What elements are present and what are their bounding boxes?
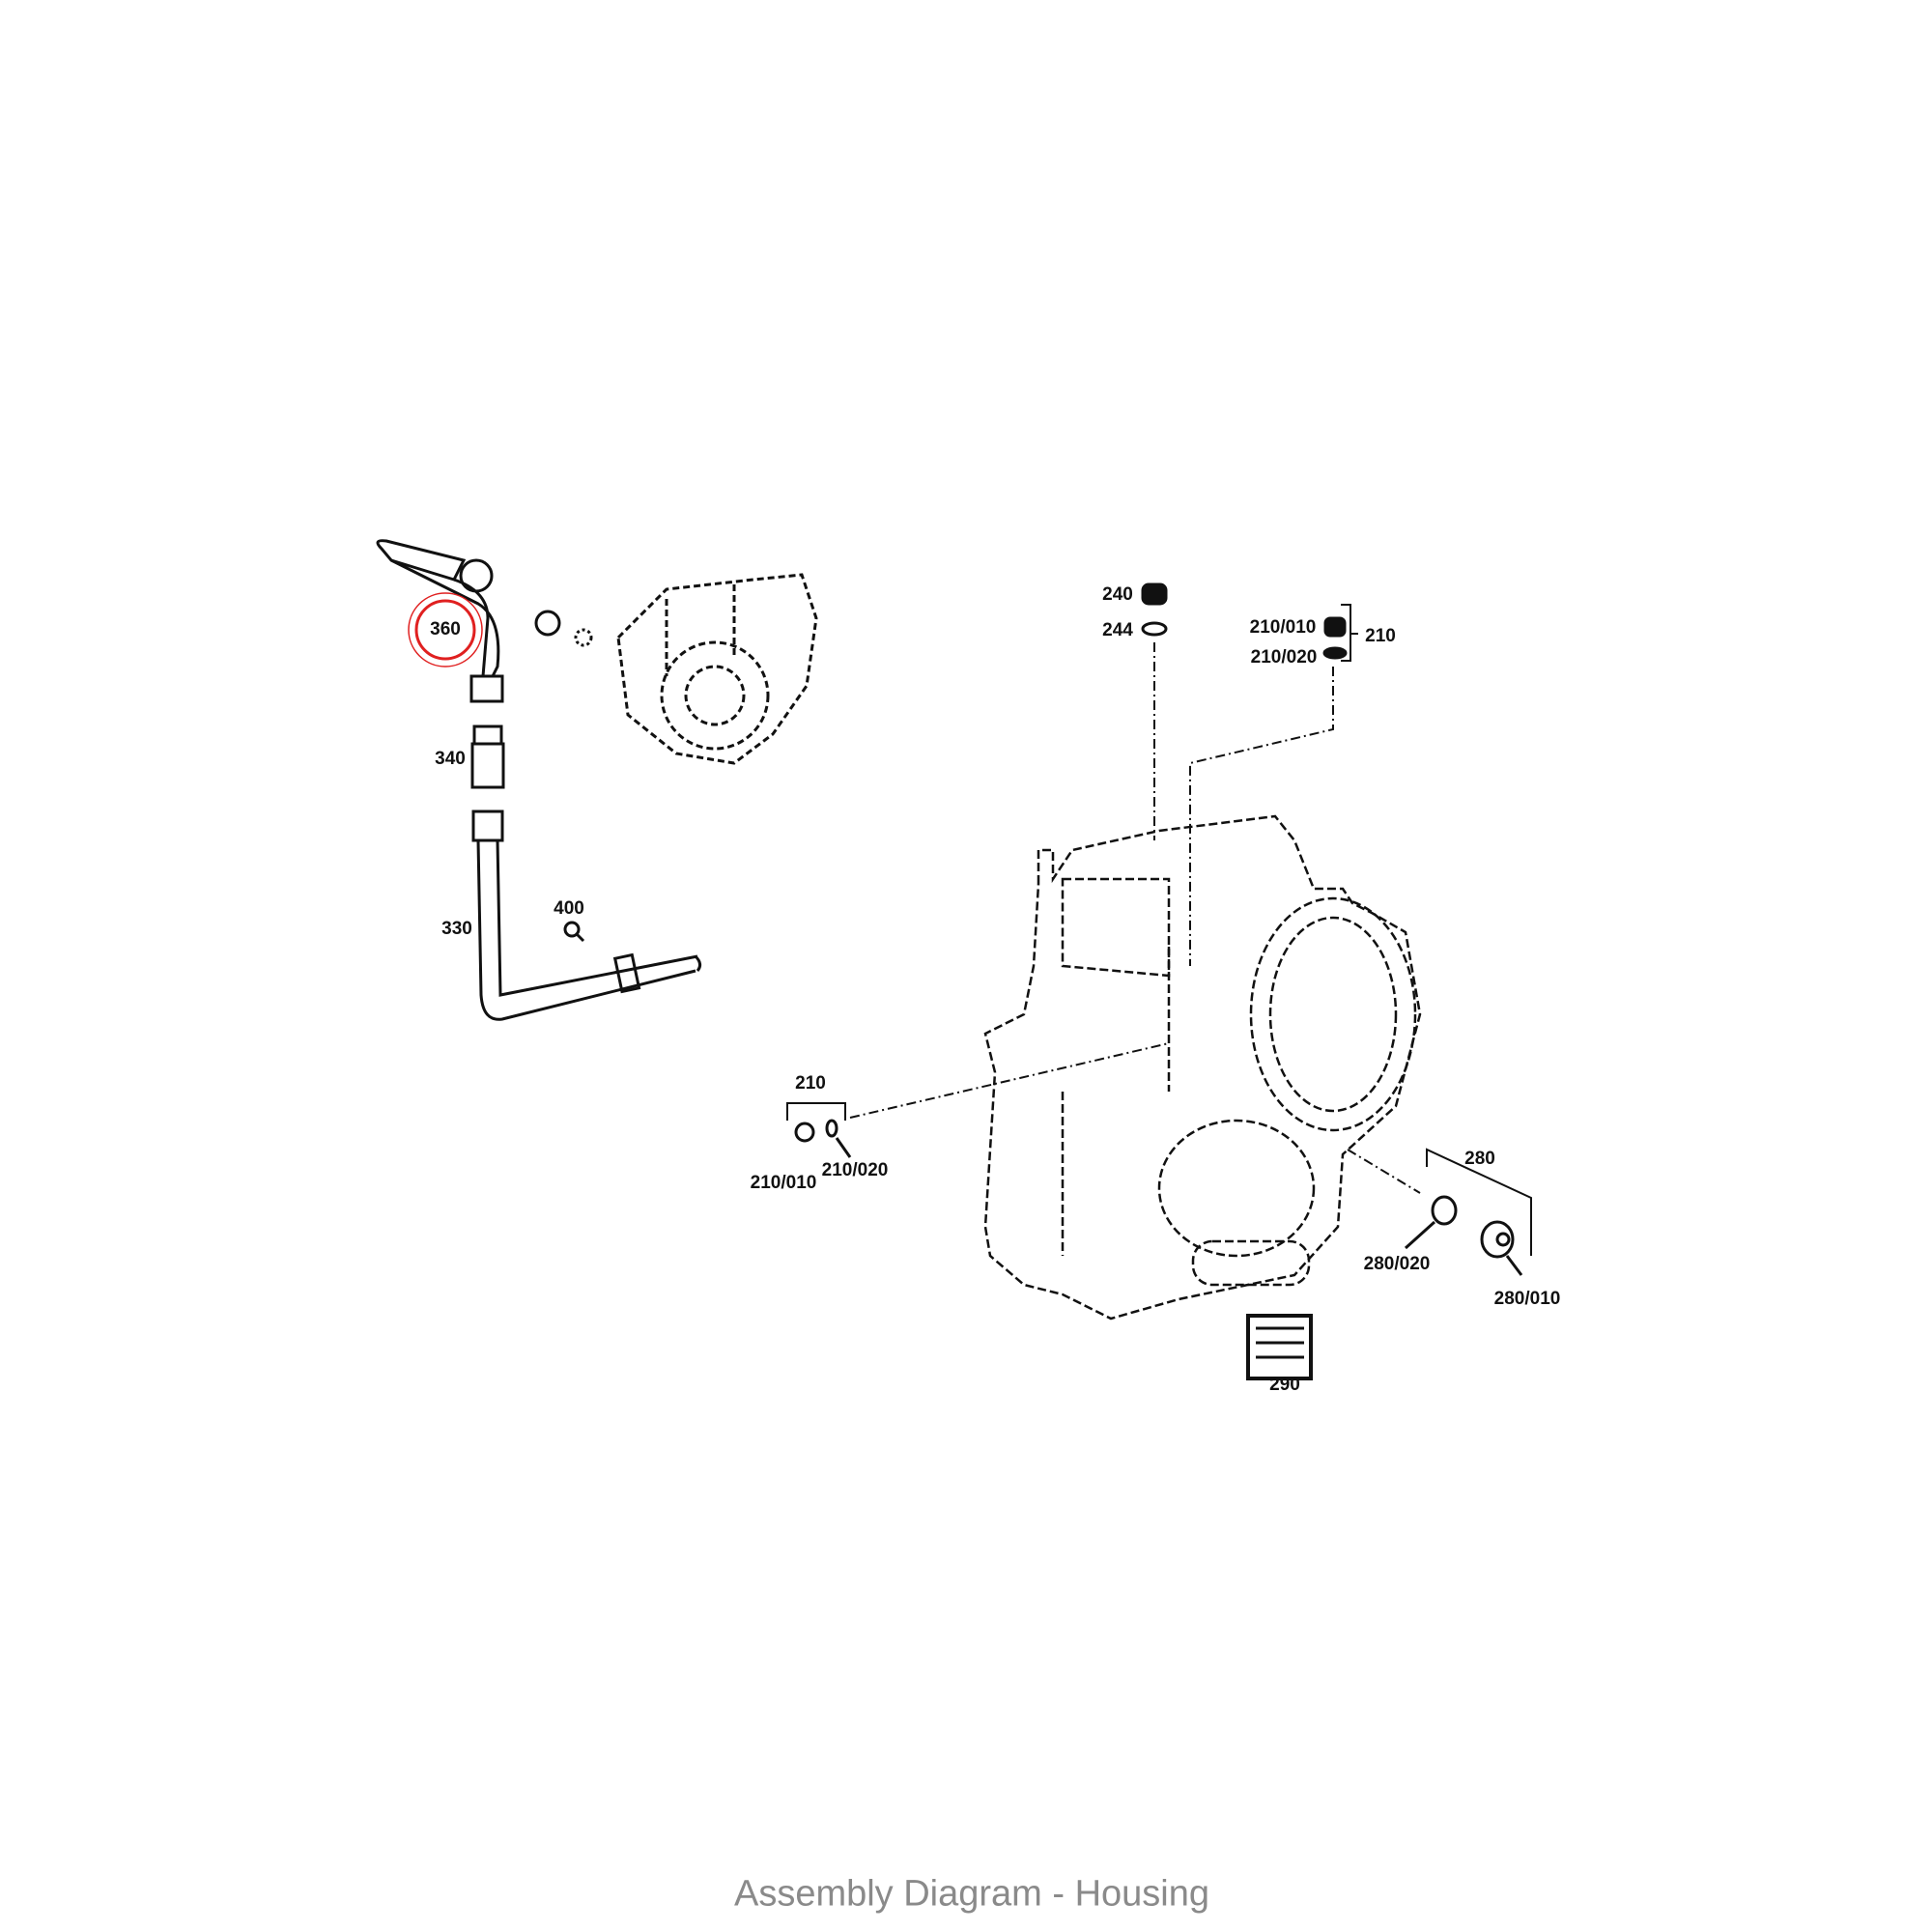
leader-lines xyxy=(849,642,1421,1194)
plug-280-010[interactable] xyxy=(1480,1220,1523,1276)
callout-280-010[interactable]: 280/010 xyxy=(1493,1289,1561,1309)
highlight-ring-360 xyxy=(408,592,483,668)
callout-290[interactable]: 290 xyxy=(1269,1375,1300,1395)
ring-280-020[interactable] xyxy=(1404,1195,1458,1250)
plug-240[interactable] xyxy=(1141,582,1168,606)
pump-assembly[interactable] xyxy=(616,573,818,765)
plug-210-010-top[interactable] xyxy=(1323,616,1347,638)
callout-340[interactable]: 340 xyxy=(435,749,466,769)
callout-330[interactable]: 330 xyxy=(441,919,472,939)
pipe-330[interactable] xyxy=(471,810,702,1021)
adapter-340[interactable] xyxy=(470,724,505,789)
callout-240[interactable]: 240 xyxy=(1102,584,1133,605)
callout-210-top[interactable]: 210 xyxy=(1365,626,1396,646)
bracket-280 xyxy=(1426,1148,1532,1256)
pipe-360[interactable] xyxy=(376,539,504,703)
transmission-housing[interactable] xyxy=(983,814,1422,1321)
fitting-small xyxy=(534,610,593,647)
plug-210-010-left[interactable] xyxy=(794,1122,815,1143)
callout-244[interactable]: 244 xyxy=(1102,620,1133,640)
callout-210-010-left[interactable]: 210/010 xyxy=(750,1173,817,1193)
ring-210-020-top[interactable] xyxy=(1322,646,1348,660)
o-ring-244[interactable] xyxy=(1141,621,1168,637)
callout-400[interactable]: 400 xyxy=(554,898,584,919)
callout-210-010-top[interactable]: 210/010 xyxy=(1249,617,1317,638)
plate-290[interactable] xyxy=(1246,1314,1313,1380)
callout-280[interactable]: 280 xyxy=(1464,1149,1495,1169)
bracket-210-left xyxy=(786,1102,846,1121)
callout-210-020-top[interactable]: 210/020 xyxy=(1250,647,1318,668)
diagram-caption: Assembly Diagram - Housing xyxy=(733,1873,1210,1915)
callout-210-left[interactable]: 210 xyxy=(795,1073,826,1094)
callout-360[interactable]: 360 xyxy=(430,619,461,639)
ring-210-020-left[interactable] xyxy=(825,1119,852,1158)
bracket-210-top xyxy=(1341,604,1358,662)
callout-280-020[interactable]: 280/020 xyxy=(1363,1254,1431,1274)
screw-400[interactable] xyxy=(563,921,585,943)
callout-210-020-left[interactable]: 210/020 xyxy=(821,1160,889,1180)
